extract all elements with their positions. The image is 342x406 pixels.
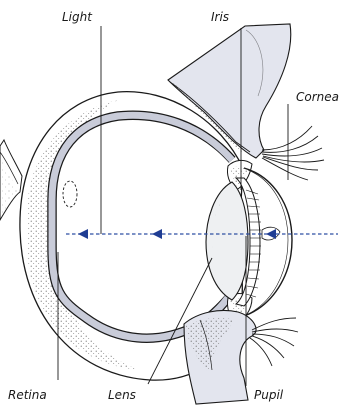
upper-eyelashes <box>262 126 324 180</box>
label-cornea: Cornea <box>296 90 339 104</box>
label-pupil: Pupil <box>254 388 284 402</box>
lower-eyelid <box>184 311 256 405</box>
label-light: Light <box>62 10 93 24</box>
optic-nerve <box>0 140 22 220</box>
label-lens: Lens <box>108 388 136 402</box>
lower-eyelashes <box>250 318 298 366</box>
label-retina: Retina <box>8 388 47 402</box>
label-iris: Iris <box>211 10 229 24</box>
